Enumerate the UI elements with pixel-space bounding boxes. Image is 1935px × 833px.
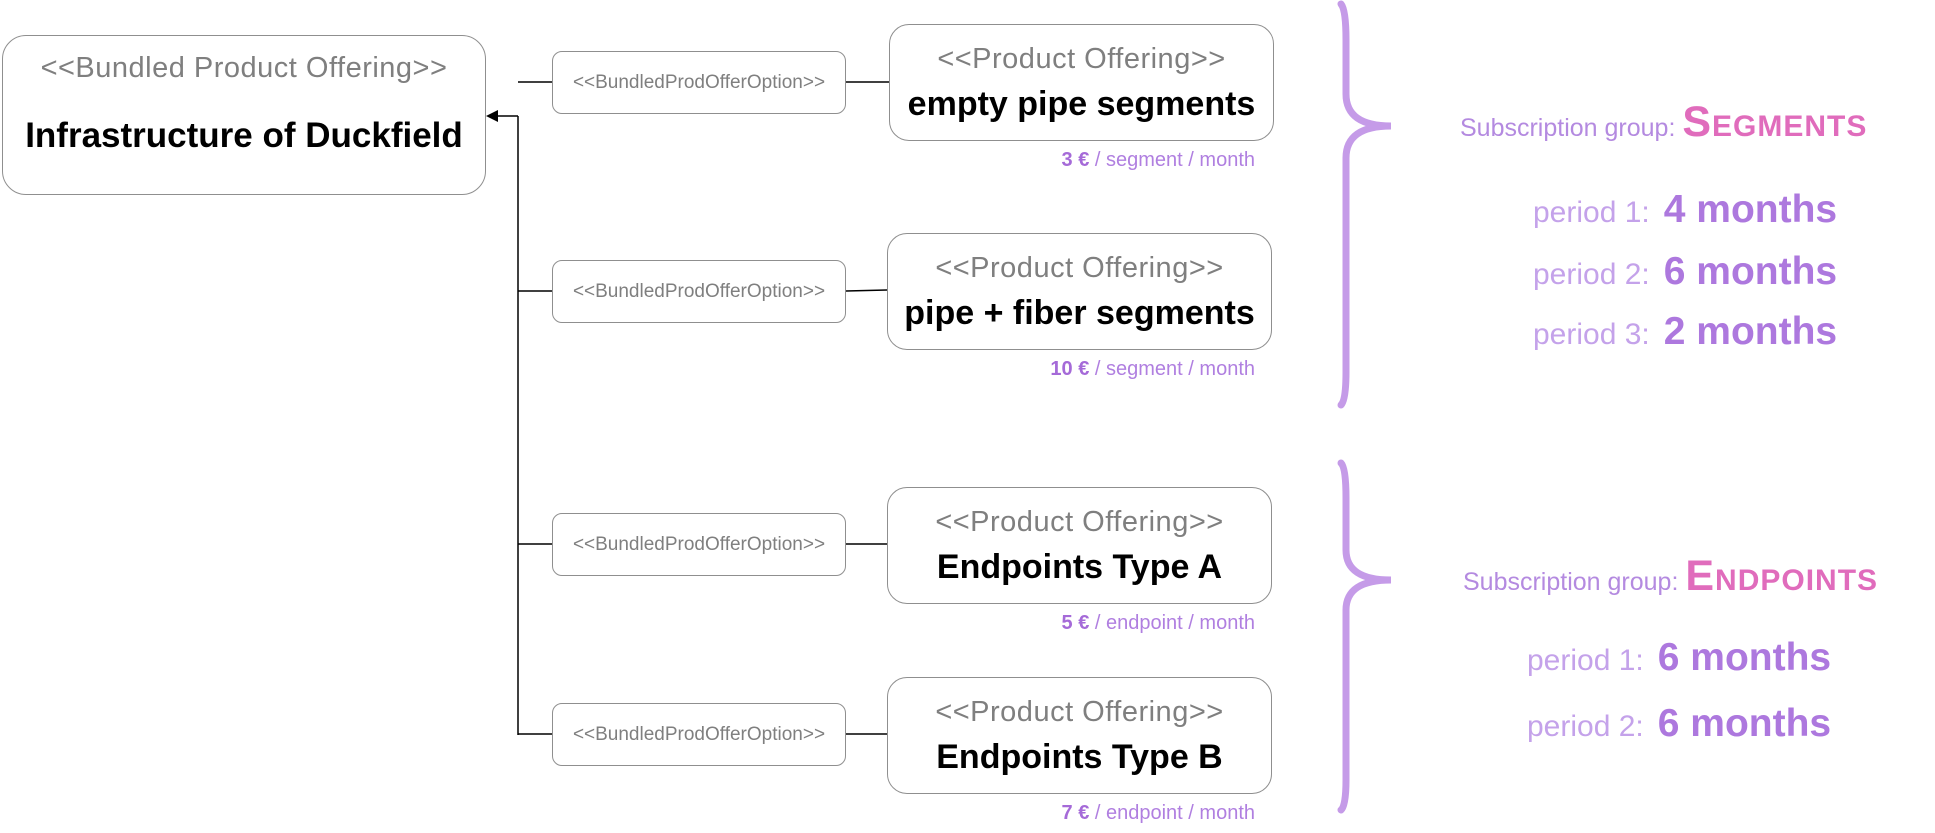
- period-label: period 2:: [1533, 258, 1650, 291]
- price-unit: / endpoint / month: [1089, 612, 1255, 634]
- period-value: 6 months: [1657, 636, 1832, 679]
- period-value: 6 months: [1657, 702, 1832, 745]
- offering-stereotype: <<Product Offering>>: [937, 43, 1226, 75]
- subscription-group-segments: Subscription group: Segments: [1460, 98, 1867, 147]
- offering-name: pipe + fiber segments: [904, 294, 1255, 332]
- offering-price: 5 € / endpoint / month: [955, 612, 1255, 635]
- bundled-prod-offer-option: <<BundledProdOfferOption>>: [552, 703, 846, 766]
- bundled-prod-offer-option: <<BundledProdOfferOption>>: [552, 260, 846, 323]
- offering-price: 10 € / segment / month: [955, 358, 1255, 381]
- period-value: 6 months: [1663, 250, 1838, 293]
- offering-price: 7 € / endpoint / month: [955, 802, 1255, 825]
- price-amount: 7 €: [1061, 802, 1090, 824]
- offering-name: empty pipe segments: [907, 85, 1256, 123]
- bundle-name: Infrastructure of Duckfield: [25, 116, 463, 155]
- bundled-product-offering: <<Bundled Product Offering>> Infrastruct…: [2, 35, 486, 195]
- offering-stereotype: <<Product Offering>>: [935, 506, 1224, 538]
- endpoints-brace: [1337, 459, 1392, 814]
- period-value: 2 months: [1663, 310, 1838, 353]
- price-amount: 3 €: [1061, 149, 1090, 171]
- group-name: Endpoints: [1685, 552, 1879, 600]
- subscription-period: period 3: 2 months: [1533, 310, 1837, 354]
- period-label: period 1:: [1533, 196, 1650, 229]
- offering-stereotype: <<Product Offering>>: [935, 252, 1224, 284]
- period-value: 4 months: [1663, 188, 1838, 231]
- price-unit: / segment / month: [1089, 149, 1255, 171]
- subscription-group-endpoints: Subscription group: Endpoints: [1463, 552, 1878, 601]
- price-amount: 10 €: [1050, 358, 1090, 380]
- product-offering: <<Product Offering>> pipe + fiber segmen…: [887, 233, 1272, 350]
- period-label: period 2:: [1527, 710, 1644, 743]
- segments-brace: [1337, 0, 1392, 409]
- subscription-period: period 2: 6 months: [1527, 702, 1831, 746]
- price-unit: / segment / month: [1089, 358, 1255, 380]
- bundled-prod-offer-option: <<BundledProdOfferOption>>: [552, 51, 846, 114]
- period-label: period 1:: [1527, 644, 1644, 677]
- offering-stereotype: <<Product Offering>>: [935, 696, 1224, 728]
- offering-price: 3 € / segment / month: [955, 149, 1255, 172]
- subscription-period: period 1: 4 months: [1533, 188, 1837, 232]
- option-link: [845, 289, 888, 292]
- subscription-period: period 2: 6 months: [1533, 250, 1837, 294]
- offering-name: Endpoints Type A: [936, 548, 1223, 586]
- bundled-prod-offer-option: <<BundledProdOfferOption>>: [552, 513, 846, 576]
- price-unit: / endpoint / month: [1089, 802, 1255, 824]
- product-offering: <<Product Offering>> empty pipe segments: [889, 24, 1274, 141]
- product-offering: <<Product Offering>> Endpoints Type B: [887, 677, 1272, 794]
- group-label: Subscription group:: [1463, 568, 1679, 596]
- period-label: period 3:: [1533, 318, 1650, 351]
- group-label: Subscription group:: [1460, 114, 1676, 142]
- offering-name: Endpoints Type B: [936, 738, 1223, 776]
- bundle-stereotype: <<Bundled Product Offering>>: [40, 52, 448, 84]
- subscription-period: period 1: 6 months: [1527, 636, 1831, 680]
- price-amount: 5 €: [1061, 612, 1090, 634]
- group-name: Segments: [1682, 98, 1868, 146]
- product-offering: <<Product Offering>> Endpoints Type A: [887, 487, 1272, 604]
